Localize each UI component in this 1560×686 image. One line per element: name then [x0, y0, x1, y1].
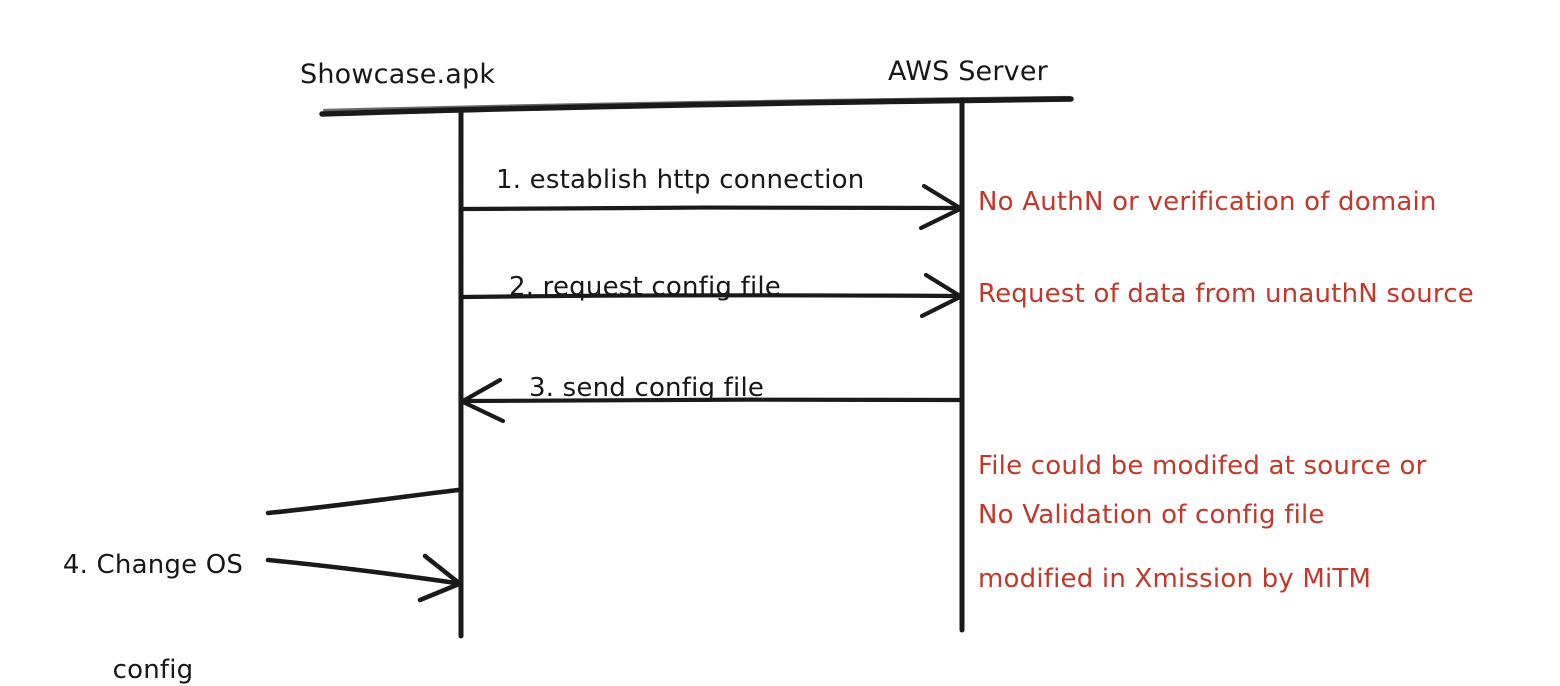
note-file-modification: File could be modifed at source or modif… — [978, 373, 1426, 675]
note-file-modification-line-1: File could be modifed at source or — [978, 451, 1427, 482]
note-unauthn-source: Request of data from unauthN source — [978, 279, 1474, 309]
note-no-validation: No Validation of config file — [978, 500, 1325, 530]
note-no-authn: No AuthN or verification of domain — [978, 187, 1437, 217]
message-arrow-4 — [265, 487, 462, 603]
message-arrow-1 — [459, 183, 963, 231]
message-label-3: 3. send config file — [529, 373, 765, 403]
message-label-4-line-1: 4. Change OS — [62, 550, 244, 581]
participant-label-aws-server: AWS Server — [888, 56, 1048, 87]
message-arrow-2 — [459, 272, 963, 319]
lifeline-showcase-apk — [458, 107, 464, 639]
message-label-4: 4. Change OS config — [48, 478, 258, 686]
note-file-modification-line-2: modified in Xmission by MiTM — [978, 564, 1372, 595]
lifeline-aws-server — [959, 97, 965, 633]
participant-label-showcase-apk: Showcase.apk — [300, 59, 496, 90]
message-label-2: 2. request config file — [509, 272, 781, 302]
message-arrow-3 — [460, 377, 964, 424]
header-separator-line — [319, 95, 1074, 117]
message-label-1: 1. establish http connection — [496, 165, 865, 195]
message-label-4-line-2: config — [112, 655, 194, 686]
